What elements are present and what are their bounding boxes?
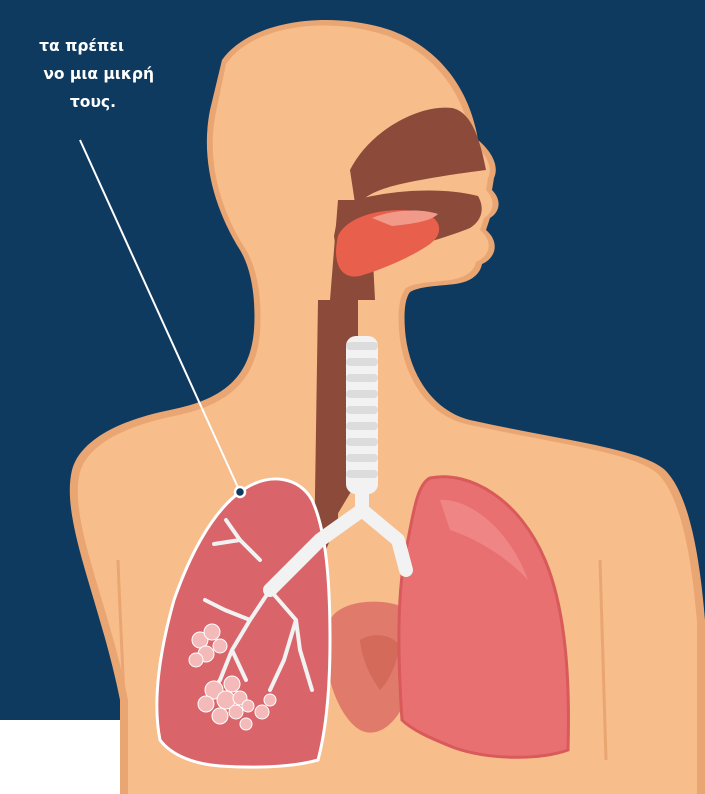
callout-text: τα πρέπει νο μια μικρή τους. — [0, 32, 260, 116]
callout-line-3: τους. — [0, 88, 116, 116]
callout-line-1: τα πρέπει — [0, 32, 124, 60]
trachea-rings — [346, 342, 378, 478]
callout-line-2: νο μια μικρή — [0, 60, 154, 88]
callout-pointer-dot — [235, 487, 245, 497]
